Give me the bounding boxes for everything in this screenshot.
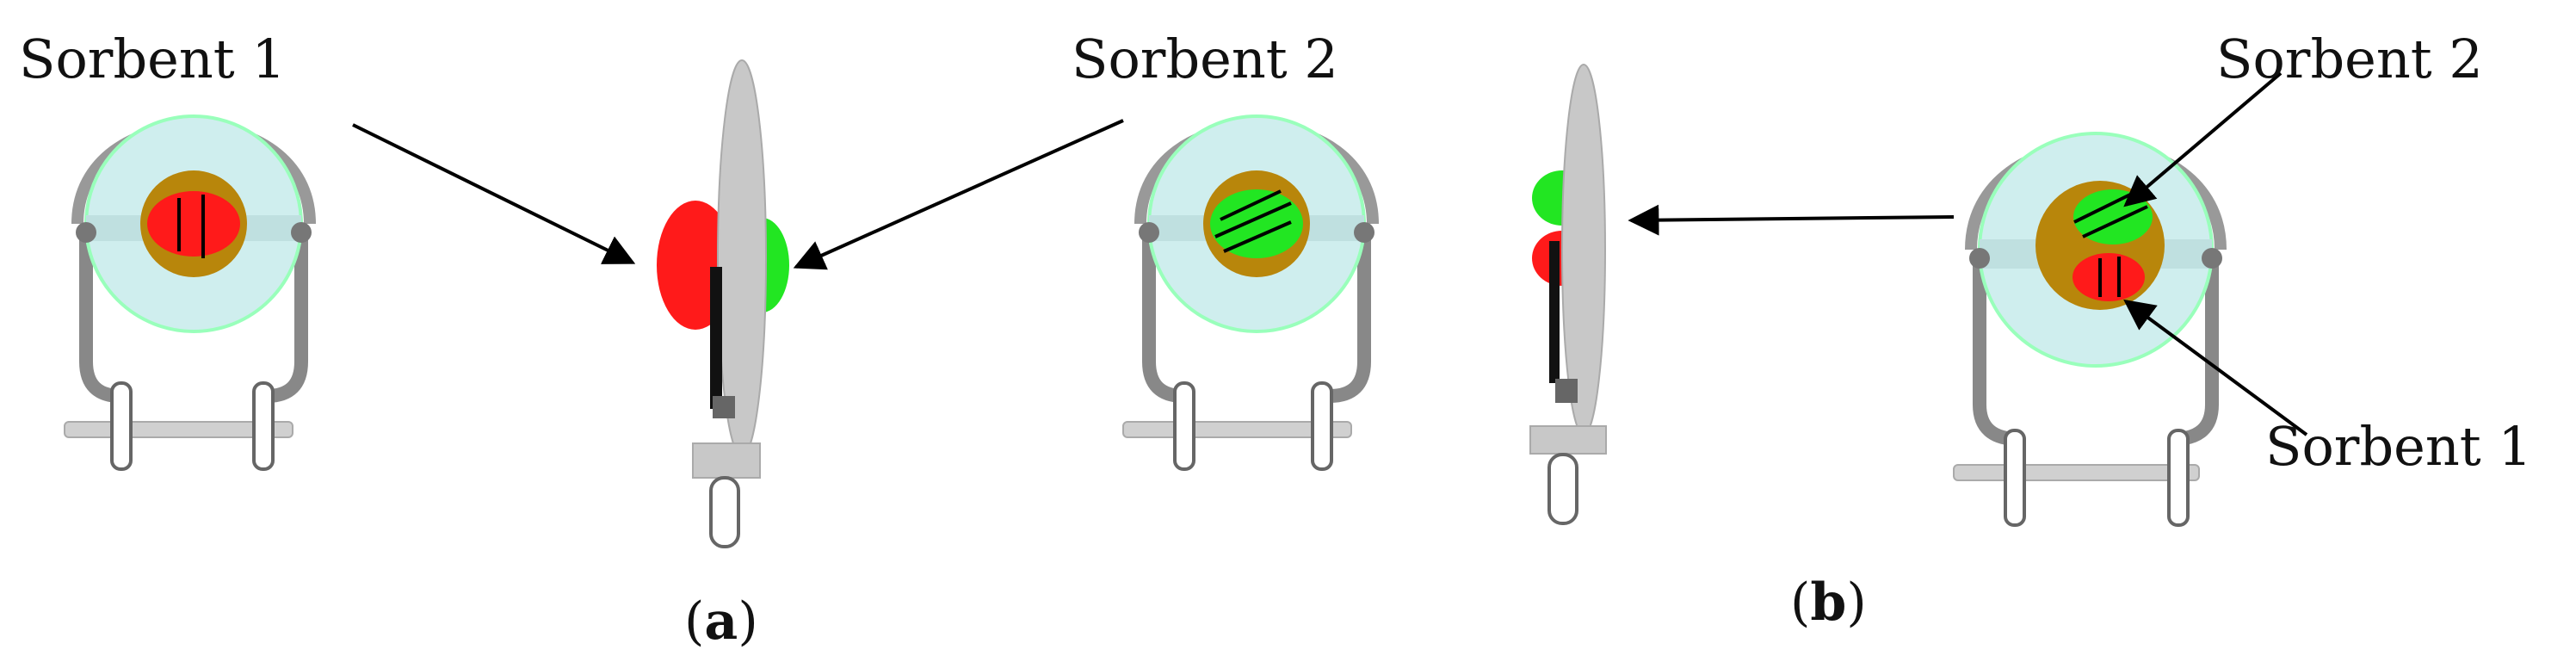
a-arrow-sorbent2: [793, 119, 1124, 270]
b-front-view: [1953, 132, 2227, 527]
caption-a: (a): [684, 591, 758, 652]
label-a-sorbent2: Sorbent 2: [1072, 28, 1338, 90]
a-front-view-sorbent1: [64, 114, 316, 471]
a-arrow-sorbent1: [352, 123, 636, 264]
b-arrow-sorbent1: [2123, 299, 2308, 436]
b-side-view: [1529, 64, 1607, 525]
a-side-view: [657, 59, 789, 548]
label-b-sorbent2: Sorbent 2: [2216, 28, 2483, 90]
label-a-sorbent1: Sorbent 1: [19, 28, 286, 90]
label-b-sorbent1: Sorbent 1: [2265, 415, 2532, 478]
caption-b: (b): [1790, 572, 1867, 633]
b-arrow-sorbent2: [2123, 71, 2283, 207]
a-front-view-sorbent2: [1122, 114, 1379, 471]
b-arrow-side: [1628, 204, 1955, 236]
